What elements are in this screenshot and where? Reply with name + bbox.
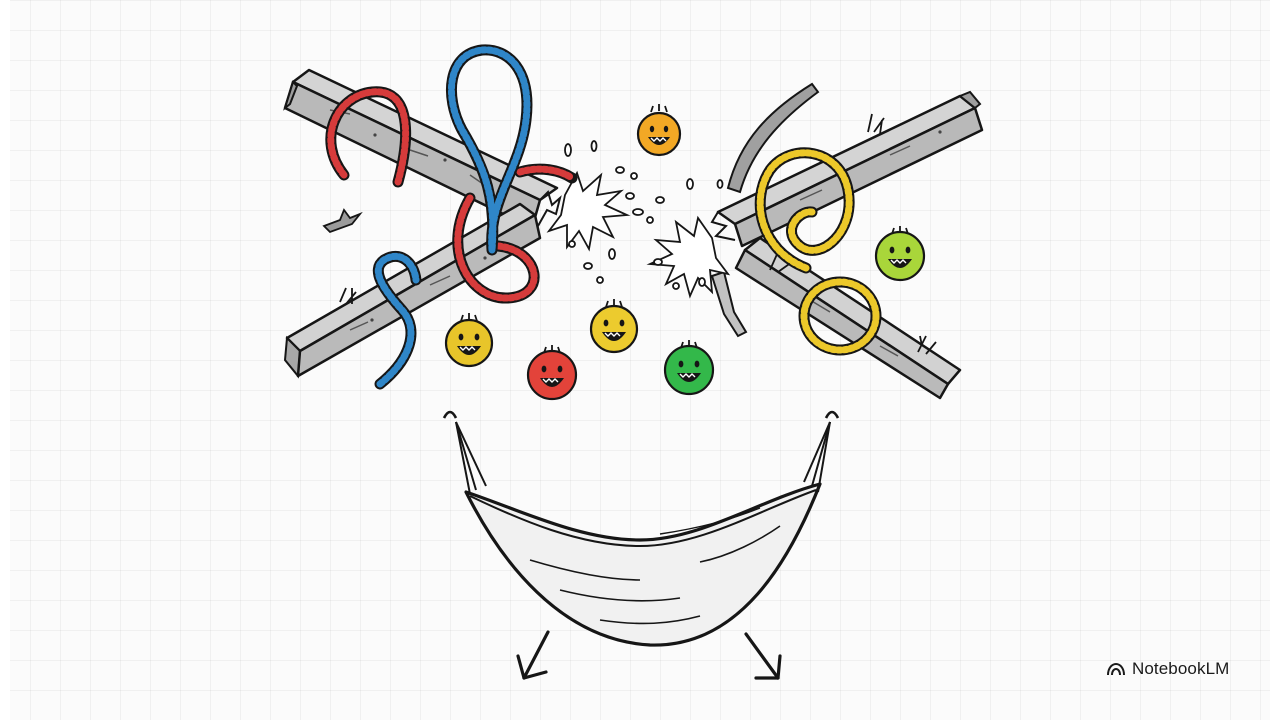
smiley-face-green (663, 340, 715, 396)
smiley-face-orange (636, 104, 682, 157)
down-arrow-left-icon (516, 630, 550, 680)
gray-splinter (726, 82, 820, 194)
red-rope (325, 86, 578, 304)
notebooklm-watermark: NotebookLM (1106, 659, 1229, 679)
right-splash-burst (646, 178, 731, 299)
left-splash-burst (546, 140, 644, 284)
watermark-text: NotebookLM (1132, 659, 1230, 678)
hammock (442, 410, 840, 647)
yellow-rope (754, 147, 882, 356)
blue-rope (372, 44, 533, 390)
smiley-face-gold (444, 313, 494, 368)
wood-shard (322, 208, 363, 234)
smiley-face-lime (874, 226, 926, 282)
notebooklm-logo-icon (1107, 662, 1125, 676)
down-arrow-right-icon (744, 632, 782, 680)
smiley-face-red (526, 345, 578, 401)
lower-right-beam (710, 236, 962, 400)
smiley-face-yellow (589, 299, 639, 354)
